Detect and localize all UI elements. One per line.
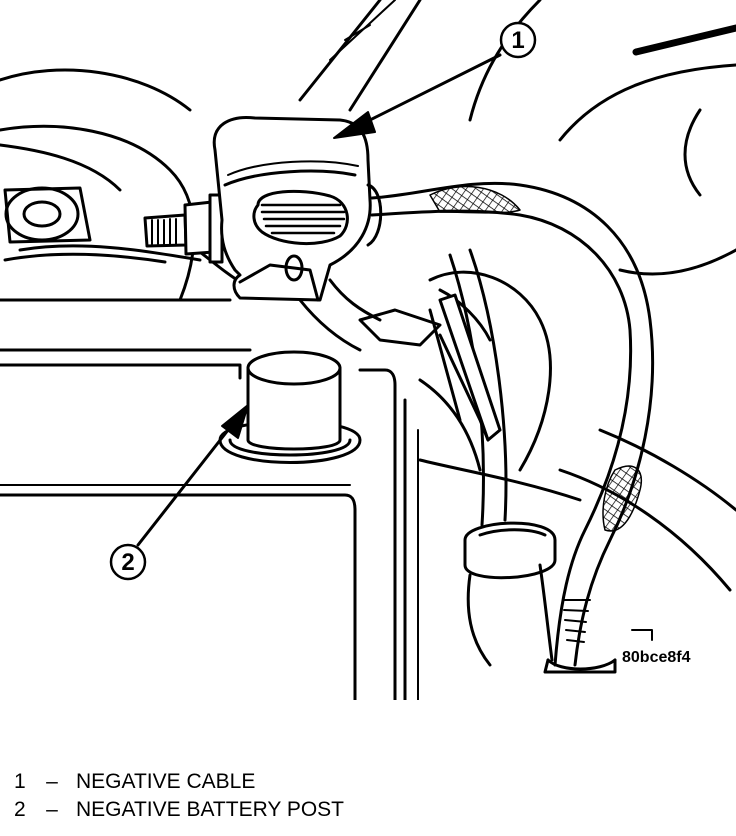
battery-case xyxy=(0,363,419,700)
image-code-text: 80bce8f4 xyxy=(622,649,691,666)
engine-background xyxy=(0,0,736,592)
legend-dash: – xyxy=(46,770,58,793)
callout-2-number: 2 xyxy=(121,549,134,576)
negative-cable xyxy=(3,115,442,352)
secondary-cable xyxy=(448,248,557,667)
legend-number: 2 xyxy=(14,798,26,821)
legend-dash: – xyxy=(46,798,58,821)
bracket xyxy=(428,293,502,442)
upper-harness xyxy=(298,0,422,112)
callout-2: 2 xyxy=(109,404,249,581)
legend-label: NEGATIVE CABLE xyxy=(76,770,256,793)
callout-1: 1 xyxy=(333,21,537,139)
legend: 1–NEGATIVE CABLE 2–NEGATIVE BATTERY POST xyxy=(14,768,344,824)
legend-label: NEGATIVE BATTERY POST xyxy=(76,798,345,821)
callout-1-number: 1 xyxy=(511,27,524,54)
battery-cable-illustration: 1 2 80bce8f4 xyxy=(0,0,736,700)
legend-number: 1 xyxy=(14,770,26,793)
legend-item-negative-cable: 1–NEGATIVE CABLE xyxy=(14,768,344,796)
image-code: 80bce8f4 xyxy=(622,629,691,666)
legend-item-negative-battery-post: 2–NEGATIVE BATTERY POST xyxy=(14,796,344,824)
main-cable xyxy=(370,181,655,674)
negative-battery-post xyxy=(218,350,362,464)
